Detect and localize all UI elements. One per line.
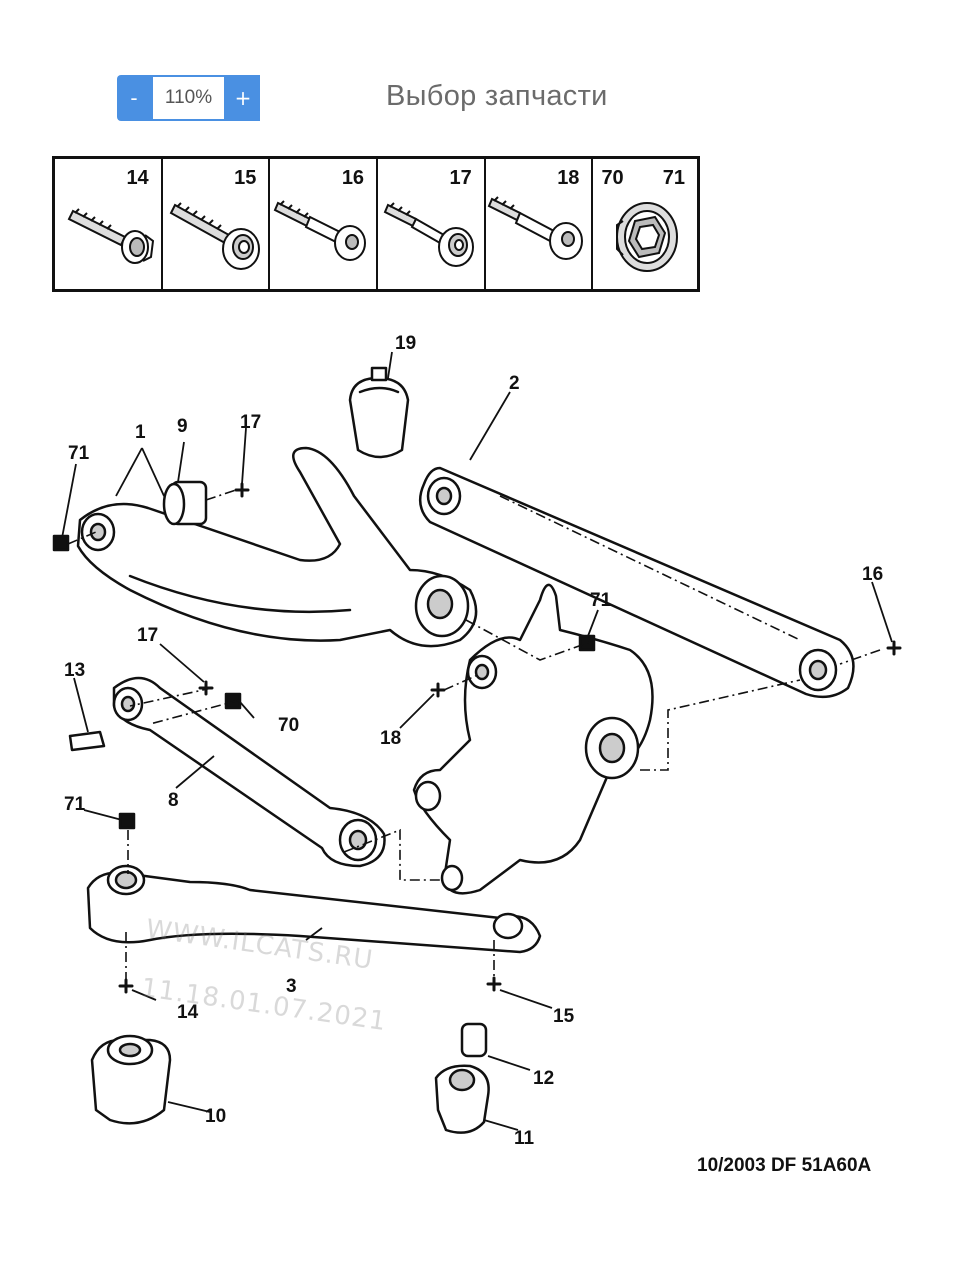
callout-3[interactable]: 3 — [286, 976, 297, 997]
callout-15[interactable]: 15 — [553, 1006, 575, 1027]
callout-71[interactable]: 71 — [68, 443, 90, 464]
callout-11[interactable]: 11 — [514, 1128, 535, 1149]
fastener-label: 14 — [126, 167, 149, 189]
fastener-label: 17 — [449, 167, 472, 189]
shouldered-bolt-icon — [487, 196, 583, 260]
callout-12[interactable]: 12 — [533, 1068, 555, 1089]
callout-1[interactable]: 1 — [135, 422, 146, 443]
zoom-level: 110% — [151, 75, 226, 121]
diagram-code: 10/2003 DF 51A60A — [697, 1155, 872, 1176]
fastener-label-right: 71 — [662, 167, 686, 189]
callout-9[interactable]: 9 — [177, 416, 188, 437]
fastener-label: 16 — [341, 167, 365, 189]
zoom-in-button[interactable]: + — [226, 75, 260, 121]
hex-nut-icon — [616, 202, 679, 272]
callout-16[interactable]: 16 — [862, 564, 884, 585]
bolt-with-washer-icon — [383, 202, 475, 267]
callout-71[interactable]: 71 — [64, 794, 86, 815]
fastener-label-left: 70 — [601, 167, 624, 189]
callout-18[interactable]: 18 — [380, 728, 402, 749]
fastener-cell[interactable]: 15 — [163, 159, 271, 289]
zoom-out-button[interactable]: - — [117, 75, 151, 121]
fastener-label: 18 — [557, 167, 580, 189]
fastener-cell[interactable]: 14 — [55, 159, 163, 289]
page-title: Выбор запчасти — [386, 80, 608, 112]
shouldered-bolt-icon — [274, 200, 367, 261]
callout-14[interactable]: 14 — [177, 1002, 199, 1023]
fastener-cell[interactable]: 18 — [486, 159, 594, 289]
fastener-cell[interactable]: 17 — [378, 159, 486, 289]
callout-70[interactable]: 70 — [278, 715, 300, 736]
callout-19[interactable]: 19 — [395, 333, 417, 354]
bolt-with-washer-icon — [169, 202, 260, 270]
flange-bolt-icon — [67, 208, 155, 264]
callout-8[interactable]: 8 — [168, 790, 179, 811]
callout-2[interactable]: 2 — [509, 373, 520, 394]
callout-71[interactable]: 71 — [590, 590, 612, 611]
callout-17[interactable]: 17 — [240, 412, 262, 433]
callout-13[interactable]: 13 — [64, 660, 86, 681]
fastener-cell[interactable]: 16 — [270, 159, 379, 289]
fastener-cell[interactable]: 70 71 — [593, 159, 697, 289]
fastener-label: 15 — [234, 167, 257, 189]
zoom-control: - 110% + — [117, 75, 264, 121]
fasteners-strip: 14 15 16 — [52, 156, 700, 292]
callout-10[interactable]: 10 — [205, 1106, 227, 1127]
callout-17[interactable]: 17 — [137, 625, 159, 646]
suspension-diagram — [52, 351, 902, 1134]
